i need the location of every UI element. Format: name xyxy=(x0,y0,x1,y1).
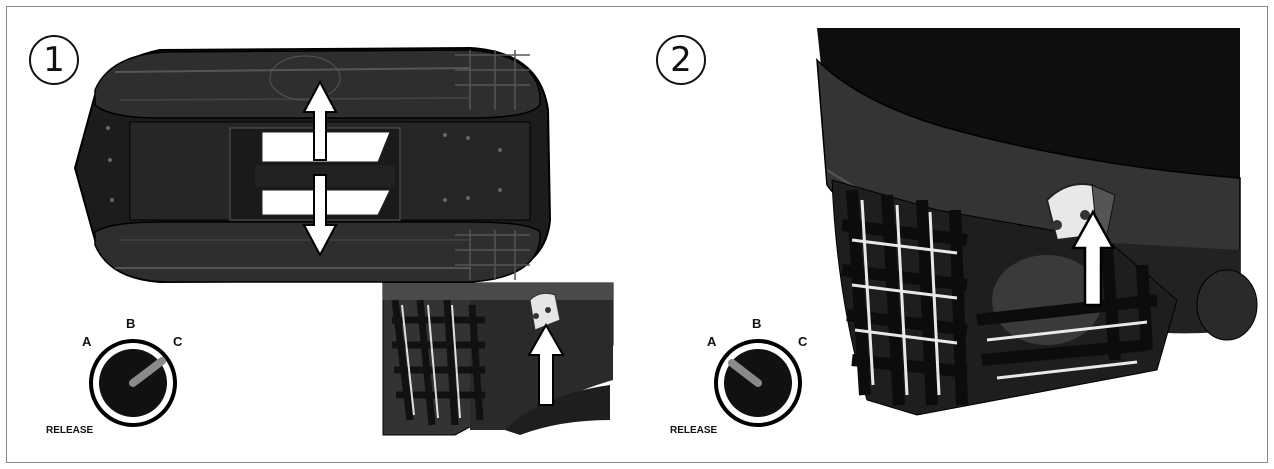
step-1-panel: 1 A B C RELEASE xyxy=(29,35,614,436)
step-number-badge: 2 xyxy=(656,35,706,85)
latch-up-arrow-icon xyxy=(1070,209,1116,307)
step-1-illustration xyxy=(73,46,614,436)
selector-knob-1 xyxy=(89,339,177,427)
stern-closeup xyxy=(816,28,1258,416)
slide-double-arrow-icon xyxy=(302,79,338,258)
inset-up-arrow-icon xyxy=(527,322,565,406)
knob-release-label: RELEASE xyxy=(670,425,718,436)
selector-knob-2 xyxy=(714,339,802,427)
step-number-badge: 1 xyxy=(29,35,79,85)
knob-label-b: B xyxy=(126,316,136,331)
knob-release-label: RELEASE xyxy=(46,425,94,436)
knob-label-a: A xyxy=(82,334,92,349)
knob-label-a: A xyxy=(707,334,717,349)
knob-label-b: B xyxy=(752,316,762,331)
step-2-illustration xyxy=(714,28,1258,427)
latch-inset xyxy=(382,282,614,436)
knob-label-c: C xyxy=(173,334,183,349)
step-2-panel: 2 A B C RELEASE xyxy=(637,0,1274,469)
boat-top-view xyxy=(73,46,552,284)
knob-label-c: C xyxy=(798,334,808,349)
